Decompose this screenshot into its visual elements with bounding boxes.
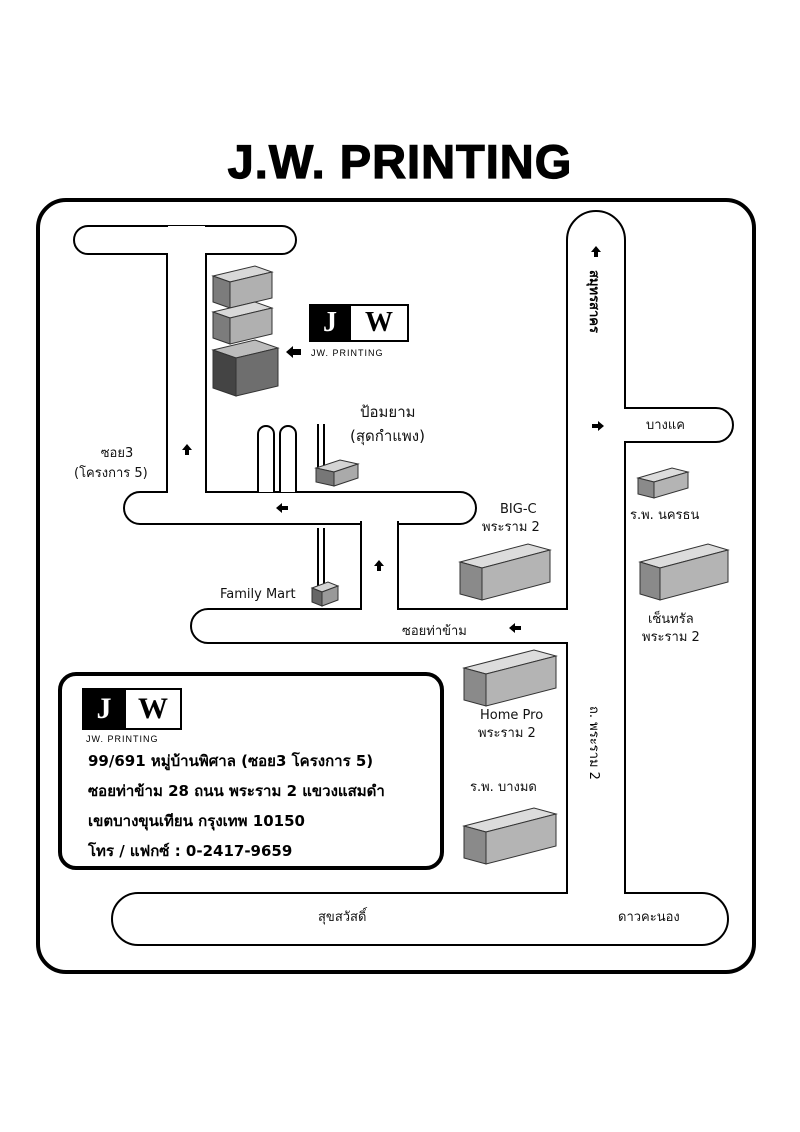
road-samut-sakhon <box>397 210 734 894</box>
arrow-icon <box>509 623 521 633</box>
building-icon <box>462 649 558 707</box>
label-samut-sakhon: สมุทรสาคร <box>586 270 601 333</box>
label-suksawat: สุขสวัสดิ์ <box>318 910 367 925</box>
address-line-3: เขตบางขุนเทียน กรุงเทพ 10150 <box>88 812 305 830</box>
arrow-icon <box>286 346 301 358</box>
building-icon <box>310 581 340 607</box>
arrow-icon <box>374 560 384 571</box>
gate-pillar-icon <box>257 425 275 492</box>
map-frame <box>36 198 756 974</box>
arrow-icon <box>592 421 604 431</box>
road-soi-tha-kham <box>190 608 401 644</box>
label-soi-tha-kham: ซอยท่าข้าม <box>402 624 467 639</box>
building-icon <box>211 265 280 397</box>
label-bigc-sub: พระราม 2 <box>482 520 540 535</box>
label-hospital-nakhonthon: ร.พ. นครธน <box>630 508 700 523</box>
label-soi3: ซอย3 <box>100 446 134 461</box>
label-central-sub: พระราม 2 <box>642 630 700 645</box>
label-dao-khanong: ดาวคะนอง <box>618 910 680 925</box>
map-jw-logo: J W JW. PRINTING <box>309 304 409 360</box>
address-card: J W JW. PRINTING 99/691 หมู่บ้านพิศาล (ซ… <box>58 672 444 870</box>
building-icon <box>314 459 360 487</box>
arrow-icon <box>591 246 601 257</box>
label-family-mart: Family Mart <box>220 587 296 602</box>
logo-caption: JW. PRINTING <box>86 734 159 744</box>
logo-caption: JW. PRINTING <box>311 348 384 358</box>
label-pomyam-sub: (สุดกำแพง) <box>350 427 425 445</box>
label-home-pro: Home Pro <box>480 708 544 723</box>
label-rama2-road: ถ. พระราม 2 <box>586 706 601 780</box>
label-soi3-project: (โครงการ 5) <box>74 466 148 481</box>
card-jw-logo: J W JW. PRINTING <box>82 688 182 748</box>
arrow-icon <box>182 444 192 455</box>
logo-letter-j: J <box>82 688 126 730</box>
label-central: เซ็นทรัล <box>648 612 694 627</box>
logo-letter-w: W <box>124 688 182 730</box>
address-line-1: 99/691 หมู่บ้านพิศาล (ซอย3 โครงการ 5) <box>88 752 374 770</box>
logo-letter-j: J <box>309 304 351 342</box>
label-bigc: BIG-C <box>500 502 537 517</box>
address-phone: โทร / แฟกซ์ : 0-2417-9659 <box>88 842 293 860</box>
building-icon <box>462 807 558 865</box>
label-bangkhae: บางแค <box>646 418 685 433</box>
label-home-pro-sub: พระราม 2 <box>478 726 536 741</box>
road-top-soi <box>73 225 297 492</box>
building-icon <box>636 467 690 499</box>
arrow-icon <box>276 503 288 513</box>
gate-pillar-icon <box>279 425 297 492</box>
address-line-2: ซอยท่าข้าม 28 ถนน พระราม 2 แขวงแสมดำ <box>88 782 385 800</box>
road-suksawat <box>111 892 729 946</box>
building-icon <box>638 543 730 601</box>
label-hospital-bangmod: ร.พ. บางมด <box>470 780 537 795</box>
logo-letter-w: W <box>349 304 409 342</box>
building-icon <box>458 543 552 601</box>
label-pomyam: ป้อมยาม <box>360 403 416 421</box>
page-title: J.W. PRINTING <box>227 134 573 188</box>
